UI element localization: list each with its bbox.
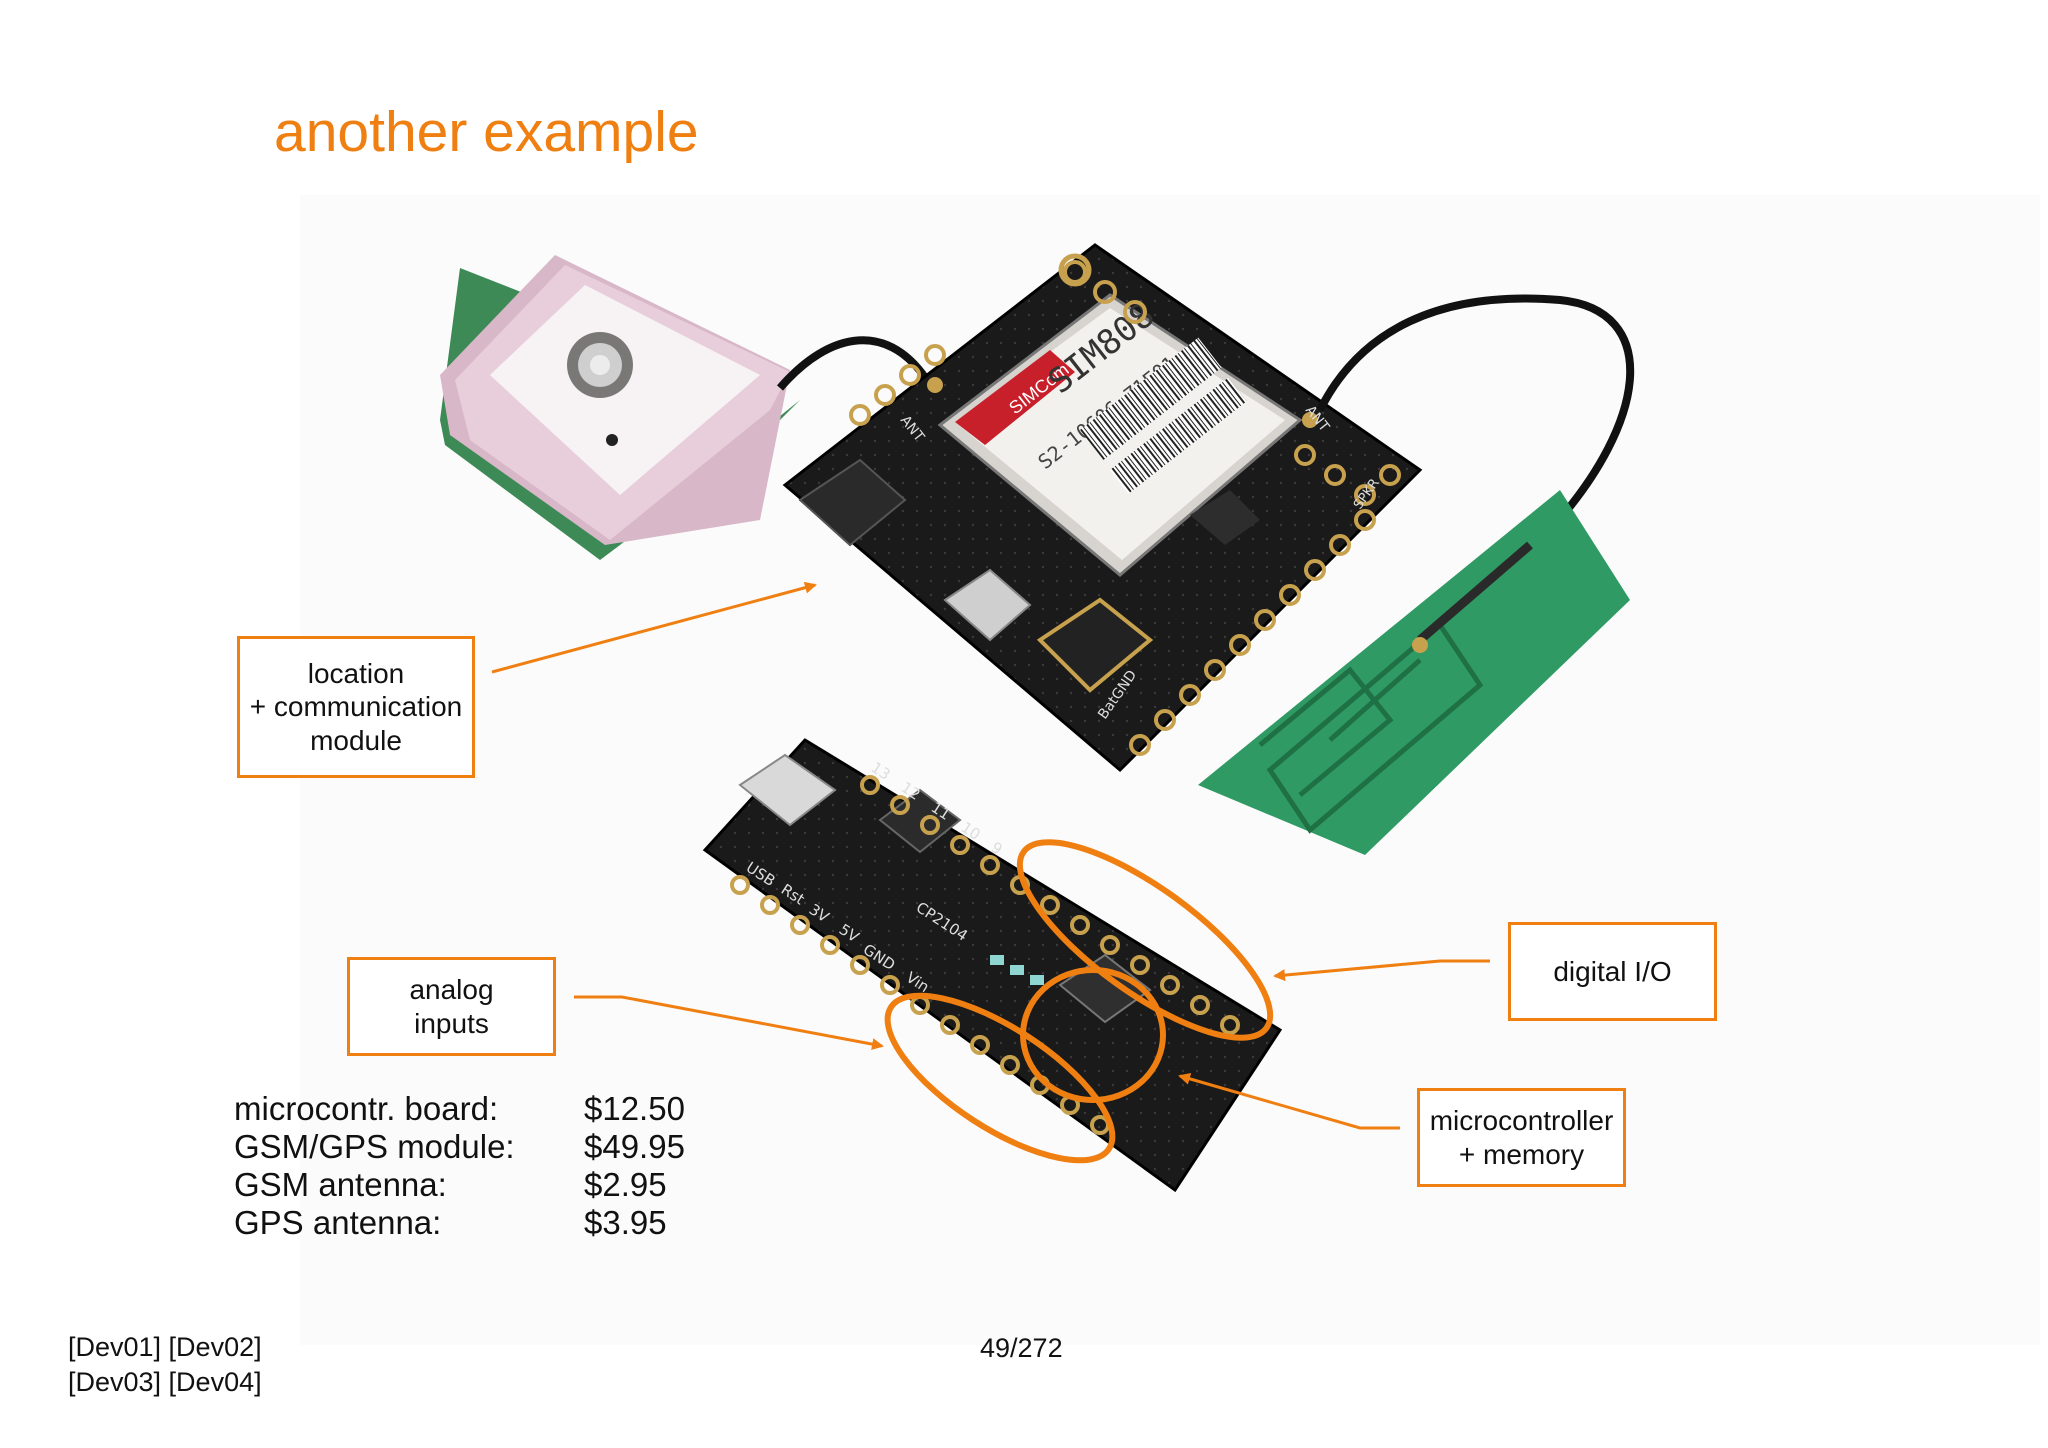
price-value: $12.50 <box>584 1090 685 1127</box>
callout-microcontroller-memory: microcontroller + memory <box>1417 1088 1626 1187</box>
price-list: microcontr. board: $12.50 GSM/GPS module:… <box>234 1090 685 1242</box>
price-value: $3.95 <box>584 1204 667 1241</box>
price-item: GSM/GPS module: <box>234 1128 515 1165</box>
references: [Dev01] [Dev02] [Dev03] [Dev04] <box>68 1330 262 1400</box>
price-row: microcontr. board: $12.50 <box>234 1090 685 1128</box>
callout-location-module: location + communication module <box>237 636 475 778</box>
digital-arrow <box>1273 959 1490 982</box>
microcontroller-highlight <box>1020 967 1166 1103</box>
price-row: GSM/GPS module: $49.95 <box>234 1128 685 1166</box>
price-row: GPS antenna: $3.95 <box>234 1204 685 1242</box>
analog-arrow <box>574 995 884 1051</box>
reference-line: [Dev03] [Dev04] <box>68 1367 262 1397</box>
gps-patch-antenna <box>440 255 934 560</box>
reference-line: [Dev01] [Dev02] <box>68 1332 262 1362</box>
callout-analog-inputs: analog inputs <box>347 957 556 1056</box>
gsm-gps-module: SIMCom SIM808 S2-10606-Z1F01 ANT ANT Bat… <box>782 243 1635 773</box>
micro-arrow <box>1178 1073 1400 1130</box>
price-item: microcontr. board: <box>234 1090 499 1127</box>
price-row: GSM antenna: $2.95 <box>234 1166 685 1204</box>
digital-io-highlight <box>1016 839 1274 1041</box>
page-number: 49/272 <box>980 1333 1063 1363</box>
gsm-flat-antenna <box>1198 490 1630 855</box>
analog-inputs-highlight <box>884 992 1116 1164</box>
location-arrow <box>491 581 817 674</box>
callout-digital-io: digital I/O <box>1508 922 1717 1021</box>
price-value: $49.95 <box>584 1128 685 1165</box>
price-value: $2.95 <box>584 1166 667 1203</box>
price-item: GSM antenna: <box>234 1166 447 1203</box>
slide-title: another example <box>274 100 699 164</box>
price-item: GPS antenna: <box>234 1204 442 1241</box>
